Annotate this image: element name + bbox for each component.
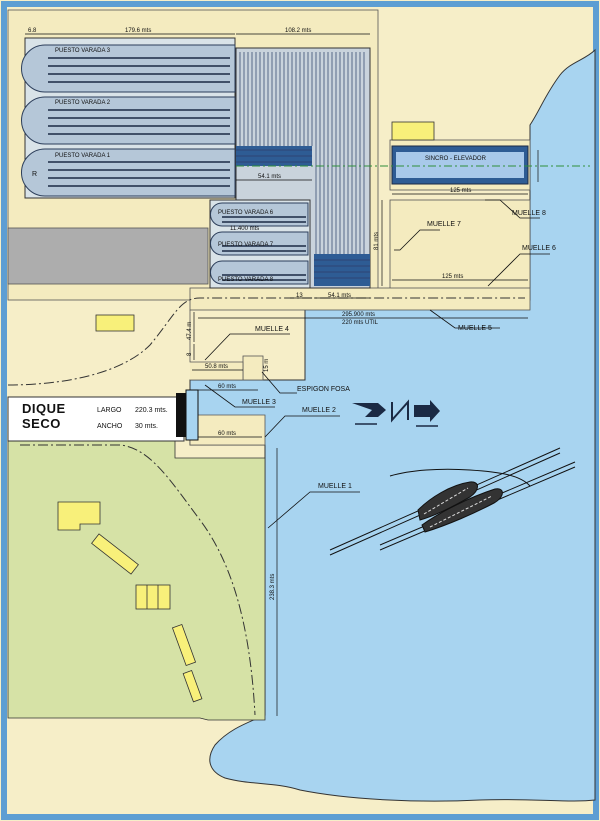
label-muelle-2: MUELLE 2 (302, 407, 336, 414)
building-c (57, 501, 101, 531)
dim-1082: 108.2 mts (285, 28, 311, 34)
label-espigon: ESPIGON FOSA (297, 386, 350, 393)
dique-title-2: SECO (22, 416, 61, 431)
dique-gate-frame (185, 389, 199, 441)
dim-125a: 125 mts (450, 188, 471, 194)
label-sincro: SINCRO - ELEVADOR (425, 156, 487, 162)
label-puesto-varada-1: PUESTO VARADA 1 (55, 153, 111, 159)
dim-81: 81 mts (374, 232, 380, 250)
leader-espigon (261, 371, 297, 394)
building-a (391, 121, 435, 141)
dim-fosa: 15 m (264, 359, 270, 372)
muelle-4-quay (189, 310, 244, 381)
label-dim-11400: 11.400 mts (230, 226, 259, 232)
dique-ancho-label: ANCHO (97, 423, 123, 430)
leader-muelle-3 (204, 384, 275, 408)
dim-60a: 60 mts (218, 384, 236, 390)
transfer-carriage-lower (314, 254, 370, 286)
label-muelle-4: MUELLE 4 (255, 326, 289, 333)
dique-gate (176, 393, 188, 437)
sincro-deck (396, 152, 524, 178)
dique-largo-value: 220.3 mts. (135, 407, 168, 414)
building-e (135, 584, 171, 610)
dim-8: 8 (187, 352, 193, 356)
dique-title-1: DIQUE (22, 401, 66, 416)
label-muelle-3: MUELLE 3 (242, 399, 276, 406)
label-puesto-varada-7: PUESTO VARADA 7 (218, 242, 274, 248)
green-yard (7, 439, 266, 721)
leader-muelle-1 (267, 491, 360, 529)
leader-muelle-7 (394, 229, 440, 251)
label-puesto-varada-6: PUESTO VARADA 6 (218, 210, 274, 216)
puesto-varada-6 (210, 202, 309, 227)
puesto-varada-7 (210, 231, 309, 256)
dique-ancho-value: 30 mts. (135, 423, 158, 430)
water-area (189, 48, 596, 802)
muelle-7-8-platform (389, 199, 531, 291)
building-d (91, 533, 139, 575)
transfer-carriage-upper (236, 146, 312, 166)
label-muelle-1: MUELLE 1 (318, 483, 352, 490)
leader-muelle-5 (429, 309, 500, 329)
label-muelle-6: MUELLE 6 (522, 245, 556, 252)
dim-508: 50.8 mts (205, 364, 228, 370)
building-g (182, 670, 203, 703)
puesto-varada-8 (210, 260, 309, 285)
dim-60b: 60 mts (218, 431, 236, 437)
dique-largo-label: LARGO (97, 407, 122, 414)
building-f (171, 623, 197, 667)
muelle-5-quay (189, 287, 531, 311)
label-muelle-8: MUELLE 8 (512, 210, 546, 217)
leader-muelle-2 (264, 415, 340, 438)
dique-seco (7, 396, 185, 442)
building-b (95, 314, 135, 332)
espigon-fosa (242, 355, 264, 381)
label-puesto-varada-2: PUESTO VARADA 2 (55, 100, 111, 106)
dim-295: 295.900 mts (342, 312, 375, 318)
puesto-varada-2 (21, 96, 236, 145)
boundary-dash-lower (20, 444, 256, 716)
dim-541b: 54.1 mts (328, 293, 351, 299)
puesto-varada-3 (21, 44, 236, 93)
leader-muelle-8 (485, 199, 540, 219)
transfer-rails (239, 52, 365, 286)
puesto-varada-1 (21, 148, 236, 197)
muelle-2-quay (189, 414, 266, 446)
dim-13: 13 (296, 293, 303, 299)
label-puesto-varada-3: PUESTO VARADA 3 (55, 48, 111, 54)
dim-220util: 220 mts UTIL (342, 320, 379, 326)
label-puesto-varada-8: PUESTO VARADA 8 (218, 277, 274, 283)
label-r: R (32, 171, 37, 178)
dim-1796: 179.6 mts (125, 28, 151, 34)
boundary-dash-upper (7, 297, 525, 386)
label-muelle-7: MUELLE 7 (427, 221, 461, 228)
dim-238: 238.3 mts (270, 574, 276, 600)
label-muelle-5: MUELLE 5 (458, 325, 492, 332)
north-arrow-icon (352, 399, 440, 427)
channel-ships-illustration (329, 447, 576, 556)
grey-yard (7, 227, 209, 285)
dim-474: 47.4 m (187, 322, 193, 340)
leader-muelle-6 (487, 253, 550, 287)
dim-125b: 125 mts (442, 274, 463, 280)
leader-muelle-4 (204, 333, 290, 361)
dim-541a: 54.1 mts (258, 174, 281, 180)
dim-68: 6.8 (28, 28, 37, 34)
